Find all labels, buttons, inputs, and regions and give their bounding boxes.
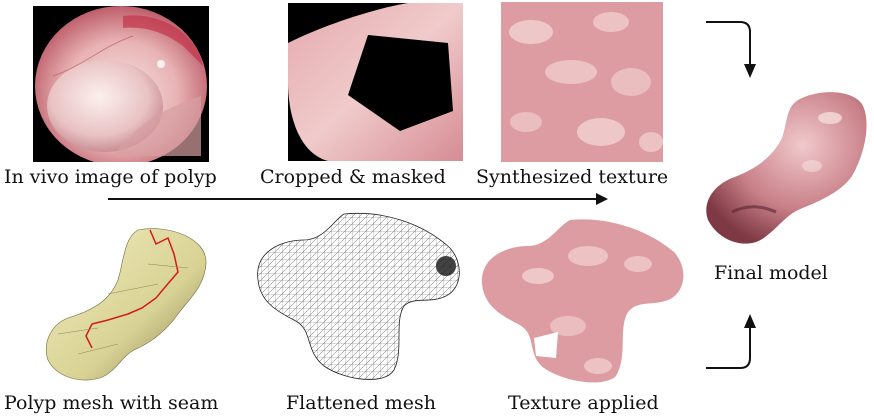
curved-arrow-up-icon — [704, 312, 764, 374]
texture-applied — [478, 216, 690, 386]
cropped-masked-image — [288, 3, 463, 161]
caption-texture-applied: Texture applied — [508, 392, 659, 414]
caption-synthesized: Synthesized texture — [476, 166, 668, 188]
caption-cropped: Cropped & masked — [260, 166, 446, 188]
in-vivo-image — [33, 6, 209, 162]
polyp-mesh — [38, 224, 214, 386]
caption-in-vivo: In vivo image of polyp — [4, 166, 217, 188]
caption-final-model: Final model — [714, 262, 828, 284]
flow-arrow-right-icon — [108, 191, 608, 207]
flattened-mesh — [254, 210, 466, 386]
final-model — [702, 86, 874, 252]
synthesized-texture — [501, 2, 663, 162]
caption-polyp-mesh: Polyp mesh with seam — [4, 392, 218, 414]
curved-arrow-down-icon — [704, 18, 764, 80]
caption-flattened: Flattened mesh — [286, 392, 436, 414]
